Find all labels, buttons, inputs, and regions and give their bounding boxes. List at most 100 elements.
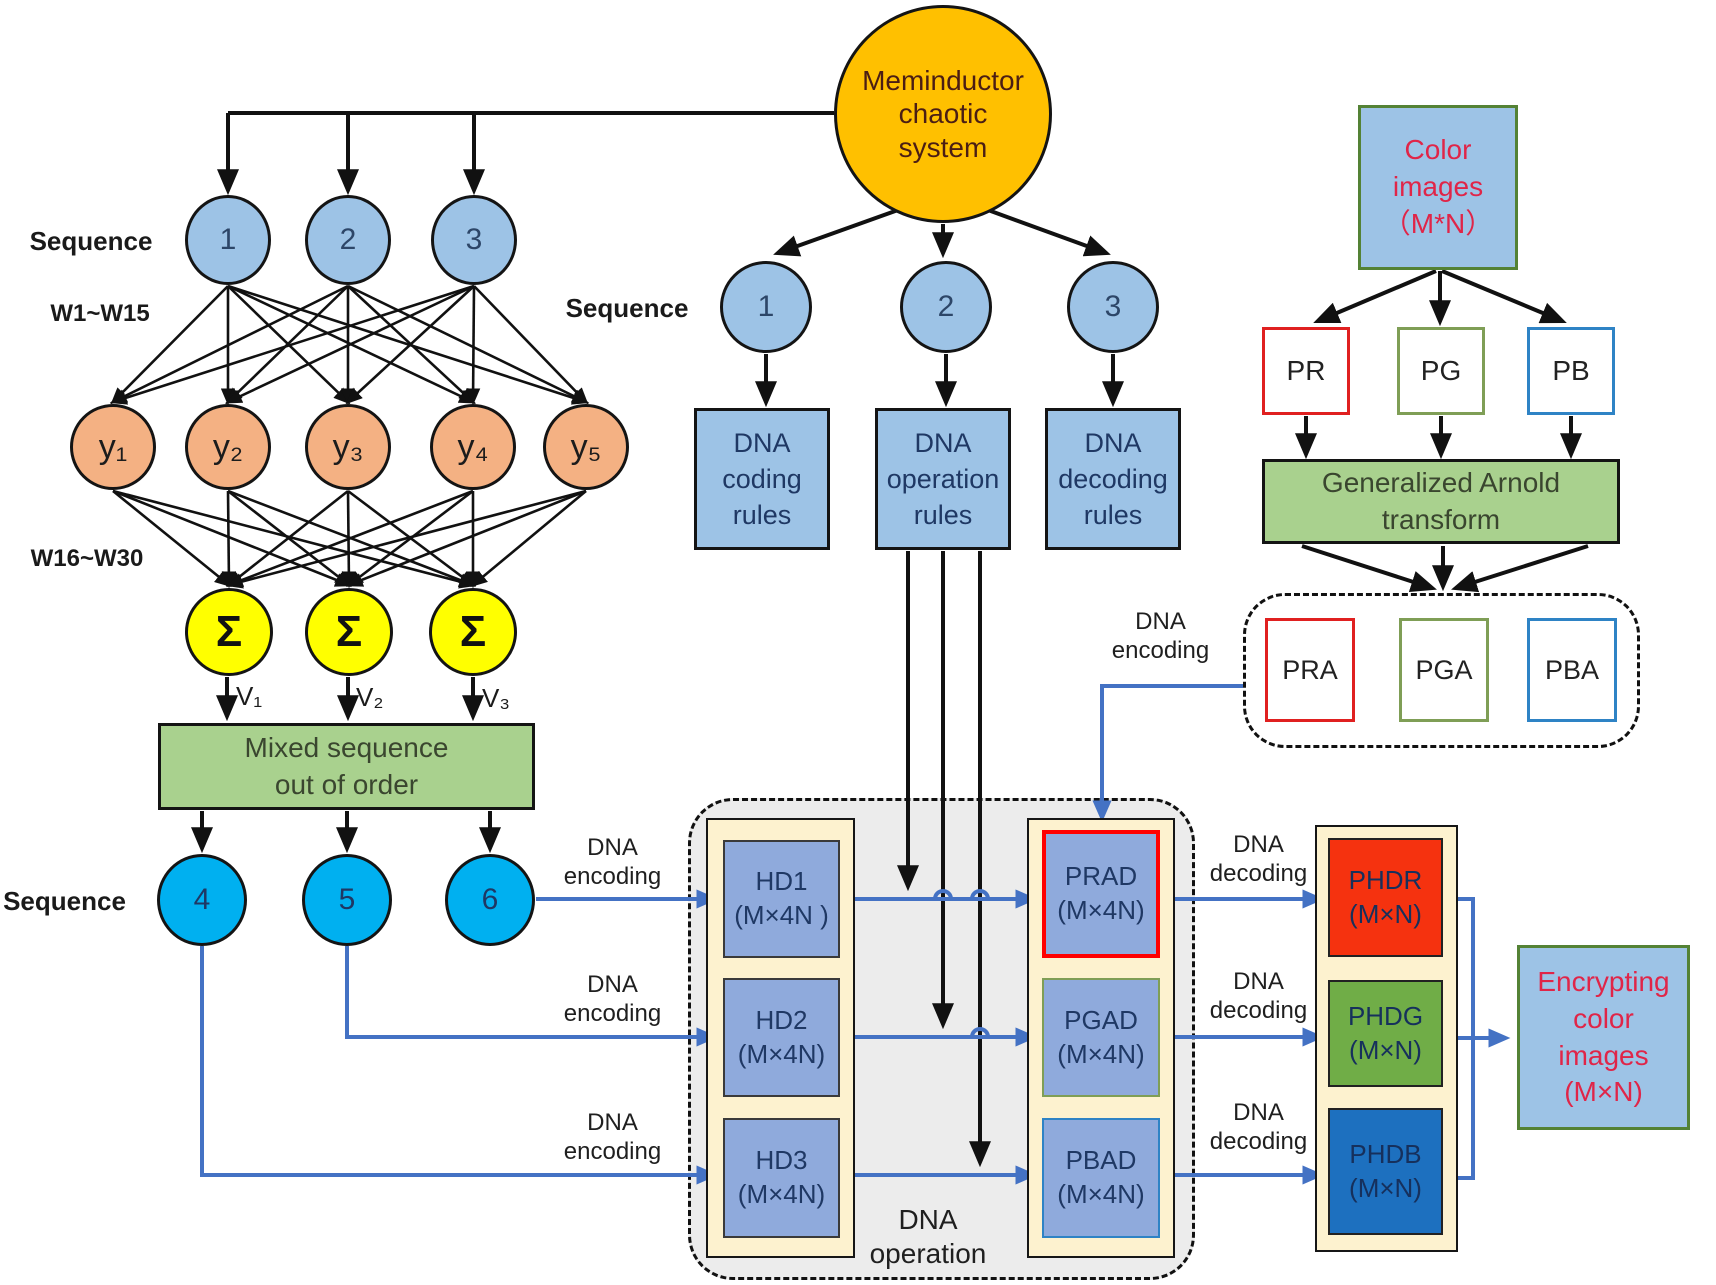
- dna-encoding-row3-line1: DNA: [587, 1109, 638, 1136]
- hd1-box: HD1 (M×4N ): [723, 840, 840, 958]
- sequence-label-mid: Sequence: [565, 293, 689, 323]
- node-y3: y₃: [305, 404, 391, 490]
- weights-label-w1-w15: W1~W15: [50, 300, 150, 327]
- pga-box: PGA: [1399, 618, 1489, 722]
- sequence-label-top: Sequence: [29, 226, 153, 256]
- dna-operation-label-line1: DNA: [898, 1204, 958, 1235]
- pg-box: PG: [1397, 327, 1485, 415]
- node-y2: y₂: [185, 404, 271, 490]
- dna-operation-rules-line1: DNA: [914, 427, 972, 458]
- node-seq-1: 1: [185, 195, 271, 285]
- node-seq-4: 4: [157, 854, 247, 946]
- meminductor-line2: chaotic: [898, 98, 988, 130]
- dna-operation-rules-box: DNA operation rules: [875, 408, 1011, 550]
- pgad-box: PGAD (M×4N): [1042, 978, 1160, 1097]
- node-y1: y₁: [70, 404, 156, 490]
- encrypting-line3: images: [1558, 1039, 1649, 1071]
- arnold-line1: Generalized Arnold: [1321, 466, 1561, 498]
- node-sigma-2: Σ: [305, 588, 393, 676]
- hd1-title: HD1: [755, 866, 808, 897]
- meminductor-line3: system: [898, 131, 988, 163]
- dna-decoding-label-row1: DNA decoding: [1196, 830, 1321, 889]
- sequence-label-bottom: Sequence: [3, 886, 126, 916]
- dna-operation-rules-line2: operation: [886, 463, 1000, 494]
- hd2-size: (M×4N): [737, 1038, 826, 1069]
- node-seq-3: 3: [431, 195, 517, 285]
- dna-encoding-row2-line2: encoding: [563, 1000, 662, 1028]
- hd3-box: HD3 (M×4N): [723, 1118, 840, 1238]
- node-midseq-2: 2: [900, 261, 992, 353]
- dna-coding-rules-line3: rules: [732, 500, 792, 531]
- prad-size: (M×4N): [1057, 895, 1145, 925]
- hd1-size: (M×4N ): [734, 900, 829, 930]
- pbad-size: (M×4N): [1057, 1179, 1145, 1209]
- pbad-title: PBAD: [1065, 1145, 1137, 1176]
- dna-encoding-label-right: DNA encoding: [1098, 607, 1223, 666]
- dna-encoding-row2-line1: DNA: [587, 971, 638, 998]
- node-sigma-3: Σ: [429, 588, 517, 676]
- dna-operation-label-line2: operation: [869, 1238, 987, 1270]
- phdb-size: (M×N): [1349, 1172, 1422, 1203]
- color-images-line1: Color: [1404, 134, 1472, 166]
- weights-label-w16-w30: W16~W30: [30, 545, 144, 572]
- pb-box: PB: [1527, 327, 1615, 415]
- node-y4: y₄: [430, 404, 516, 490]
- phdg-box: PHDG (M×N): [1328, 980, 1443, 1087]
- node-seq-6: 6: [445, 854, 535, 946]
- mixed-sequence-line2: out of order: [274, 768, 419, 800]
- phdb-title: PHDB: [1349, 1138, 1422, 1169]
- dna-decoding-rules-line1: DNA: [1084, 427, 1142, 458]
- node-y5: y₅: [543, 404, 629, 490]
- pgad-size: (M×4N): [1057, 1038, 1145, 1069]
- arnold-line2: transform: [1381, 503, 1501, 535]
- phdr-size: (M×N): [1349, 898, 1422, 929]
- dna-encoding-right-line1: DNA: [1135, 608, 1186, 635]
- hd2-box: HD2 (M×4N): [723, 978, 840, 1097]
- encrypting-line4: (M×N): [1564, 1076, 1643, 1108]
- dna-decoding-row2-line1: DNA: [1233, 968, 1284, 995]
- dna-encoding-right-line2: encoding: [1111, 637, 1210, 665]
- prad-box: PRAD (M×4N): [1042, 830, 1160, 958]
- dna-decoding-row1-line2: decoding: [1209, 860, 1308, 888]
- node-midseq-3: 3: [1067, 261, 1159, 353]
- hd2-title: HD2: [755, 1004, 808, 1035]
- dna-decoding-rules-line2: decoding: [1058, 463, 1168, 494]
- dna-decoding-rules-box: DNA decoding rules: [1045, 408, 1181, 550]
- dna-coding-rules-line1: DNA: [733, 427, 791, 458]
- color-images-box: Color images （M*N）: [1358, 105, 1518, 270]
- phdg-size: (M×N): [1349, 1034, 1422, 1065]
- v3-label: V₃: [482, 683, 510, 713]
- color-images-line2: images: [1392, 171, 1484, 203]
- meminductor-chaotic-system-node: Meminductor chaotic system: [834, 5, 1052, 223]
- v1-label: V₁: [236, 681, 263, 711]
- dna-operation-rules-line3: rules: [913, 500, 973, 531]
- phdr-box: PHDR (M×N): [1328, 838, 1443, 957]
- hd3-size: (M×4N): [737, 1179, 826, 1209]
- encrypting-line1: Encrypting: [1537, 965, 1670, 997]
- dna-encoding-row1-line2: encoding: [563, 863, 662, 891]
- meminductor-line1: Meminductor: [862, 64, 1024, 96]
- dna-coding-rules-box: DNA coding rules: [694, 408, 830, 550]
- generalized-arnold-transform-box: Generalized Arnold transform: [1262, 459, 1620, 544]
- dna-encoding-label-row1: DNA encoding: [540, 833, 685, 892]
- dna-operation-label: DNA operation: [848, 1203, 1008, 1271]
- node-seq-2: 2: [305, 195, 391, 285]
- phdr-title: PHDR: [1348, 864, 1423, 895]
- dna-decoding-label-row3: DNA decoding: [1196, 1098, 1321, 1157]
- hd3-title: HD3: [755, 1145, 808, 1176]
- dna-decoding-row1-line1: DNA: [1233, 831, 1284, 858]
- pbad-box: PBAD (M×4N): [1042, 1118, 1160, 1238]
- prad-title: PRAD: [1064, 861, 1138, 892]
- dna-decoding-rules-line3: rules: [1083, 500, 1143, 531]
- dna-encoding-label-row3: DNA encoding: [540, 1108, 685, 1167]
- node-sigma-1: Σ: [185, 588, 273, 676]
- dna-decoding-row3-line1: DNA: [1233, 1099, 1284, 1126]
- encrypting-color-images-box: Encrypting color images (M×N): [1517, 945, 1690, 1130]
- dna-decoding-row2-line2: decoding: [1209, 997, 1308, 1025]
- color-images-line3: （M*N）: [1382, 207, 1494, 239]
- dna-encoding-row3-line2: encoding: [563, 1138, 662, 1166]
- node-midseq-1: 1: [720, 261, 812, 353]
- mixed-sequence-line1: Mixed sequence: [244, 731, 449, 763]
